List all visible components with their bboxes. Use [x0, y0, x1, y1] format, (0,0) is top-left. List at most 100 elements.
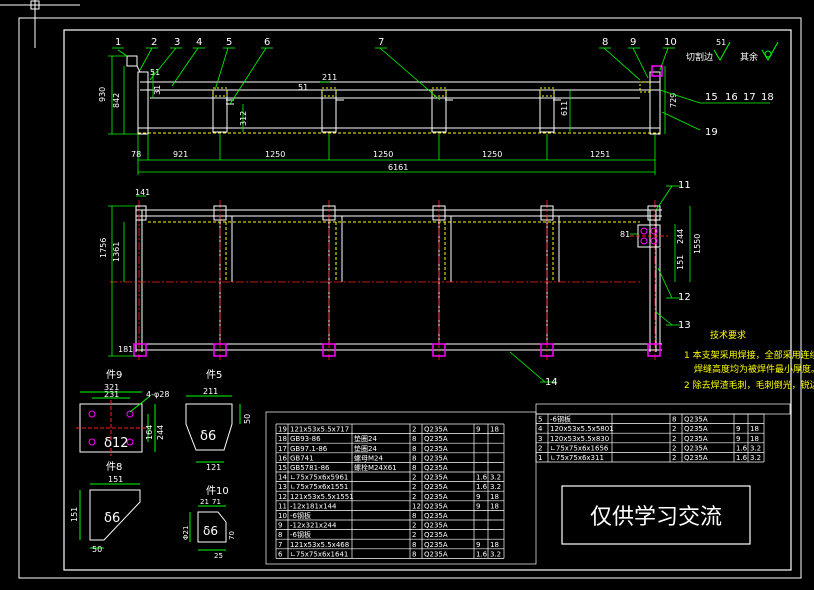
bom-right-cell: Q235A	[684, 416, 708, 424]
part-9-detail: 件9 321 231 4-φ28 244 164 δ12	[76, 369, 169, 456]
bom-left-cell: 10	[278, 512, 287, 520]
part-10-d21: 21	[200, 498, 209, 506]
dim-151: 151	[676, 255, 685, 270]
bom-left-cell: 11	[278, 502, 287, 510]
bom-left-cell: 8	[412, 435, 416, 443]
bom-left-cell: 9	[476, 426, 480, 434]
leader-lines	[112, 47, 770, 131]
part-8-d151a: 151	[108, 475, 123, 484]
bom-left-cell: 1.6	[476, 474, 488, 482]
part-5-label: 件5	[206, 369, 222, 381]
bom-left-cell: 3.2	[490, 550, 501, 558]
dim-1250a: 1250	[265, 150, 285, 159]
dim-51b: 51	[298, 83, 308, 92]
bom-right-cell: 2	[672, 454, 676, 462]
sheet-border-outer	[18, 17, 802, 579]
dim-611: 611	[560, 101, 569, 116]
bom-left-cell: Q235A	[424, 464, 448, 472]
part-8-thickness: δ6	[104, 511, 120, 526]
bom-left-cell: 8	[412, 445, 416, 453]
bom-left-cell: ∟75x75x6x5961	[290, 474, 348, 482]
balloon-18: 18	[761, 92, 774, 103]
part-10-d70: 70	[228, 531, 236, 540]
part-10-d25: 25	[214, 552, 223, 560]
plan-dimensions	[108, 195, 691, 357]
bom-left-cell: GB741	[290, 454, 314, 462]
dim-1251: 1251	[590, 150, 610, 159]
bom-right-cell: 3	[538, 435, 542, 443]
balloon-1: 1	[115, 37, 121, 48]
dim-842: 842	[112, 93, 121, 108]
plan-dim-text: 141 1756 1361 181 81 244 1550 151	[99, 188, 702, 354]
part-9-hole: 4-φ28	[146, 390, 169, 399]
balloon-5: 5	[226, 37, 232, 48]
bom-right-cell: 18	[750, 425, 759, 433]
balloon-11: 11	[678, 180, 691, 191]
balloon-17: 17	[743, 92, 756, 103]
bom-left-cell: 12	[412, 502, 421, 510]
front-dim-text: 930 842 51 31 312 211 51 611 729 78 921 …	[98, 68, 678, 172]
watermark-box: 仅供学习交流	[561, 485, 751, 545]
bom-left-cell: Q235A	[424, 435, 448, 443]
bom-left-cell: -12x181x144	[290, 502, 337, 510]
bom-left-cell: 2	[412, 474, 416, 482]
dim-total: 6161	[388, 163, 408, 172]
bom-right-cell: 1.6	[736, 454, 748, 462]
balloon-9: 9	[630, 37, 636, 48]
bom-left-cell: Q235A	[424, 474, 448, 482]
dim-312: 312	[239, 111, 248, 126]
dim-1361: 1361	[112, 242, 121, 262]
bom-right-cell: Q235A	[684, 425, 708, 433]
bom-right-cell: ∟75x75x6x1656	[550, 444, 609, 452]
plan-view	[110, 200, 668, 360]
bom-left-cell: 18	[278, 435, 287, 443]
bom-left-cell: 121x53x5.5x468	[290, 541, 349, 549]
technical-requirements: 技术要求 1 本支架采用焊接，全部采用连续焊缝， 焊缝高度均为被焊件最小厚度。 …	[684, 329, 814, 391]
bom-left-cell: 121x53x5.5x1551	[290, 493, 354, 501]
bom-right-cell: Q235A	[684, 454, 708, 462]
part-9-thickness: δ12	[104, 436, 129, 451]
bom-left-frame	[265, 411, 537, 565]
part-5-d50: 50	[243, 414, 252, 424]
bom-left-cell: 2	[412, 522, 416, 530]
bom-right-cell: 4	[538, 425, 543, 433]
bom-left-cell: GB93-86	[290, 435, 321, 443]
bom-left-cell: 13	[278, 483, 287, 491]
bom-left-cell: 8	[412, 550, 416, 558]
bom-left-cell: 8	[278, 531, 282, 539]
bom-left-cell: 15	[278, 464, 287, 472]
bom-left-cell: Q235A	[424, 454, 448, 462]
crosshair-cursor	[0, 0, 80, 48]
sheet-border-inner	[63, 29, 792, 571]
dim-1250b: 1250	[373, 150, 393, 159]
bom-left-cell: 9	[278, 522, 282, 530]
bom-left-cell: 9	[476, 502, 480, 510]
dim-141: 141	[135, 188, 150, 197]
bom-left-cell: 2	[412, 483, 416, 491]
balloon-13: 13	[678, 320, 691, 331]
dim-51: 51	[150, 68, 160, 77]
dim-1250c: 1250	[482, 150, 502, 159]
front-view	[126, 55, 663, 135]
dim-921: 921	[173, 150, 188, 159]
part-10-d2121: Φ21	[182, 526, 190, 540]
balloon-7: 7	[378, 37, 384, 48]
balloon-12: 12	[678, 292, 691, 303]
bom-left-cell: -12x321x244	[290, 522, 337, 530]
bom-right-cell: 2	[672, 435, 676, 443]
bom-left-cell: 7	[278, 541, 282, 549]
part-8-d50: 50	[92, 545, 102, 554]
roughness-symbols: 切割边 51 其余	[686, 38, 779, 63]
dim-78: 78	[131, 150, 141, 159]
bom-left-cell: 垫圈24	[354, 444, 377, 453]
dim-244: 244	[676, 229, 685, 244]
tech-line2: 焊缝高度均为被焊件最小厚度。	[694, 363, 814, 375]
bom-right-cell: 9	[736, 425, 740, 433]
balloon-8: 8	[602, 37, 608, 48]
bom-left-cell: ∟75x75x6x1551	[290, 483, 348, 491]
part-8-d151b: 151	[70, 507, 79, 522]
watermark-text: 仅供学习交流	[590, 505, 722, 530]
balloon-15: 15	[705, 92, 718, 103]
bom-right-cell: 9	[736, 435, 740, 443]
